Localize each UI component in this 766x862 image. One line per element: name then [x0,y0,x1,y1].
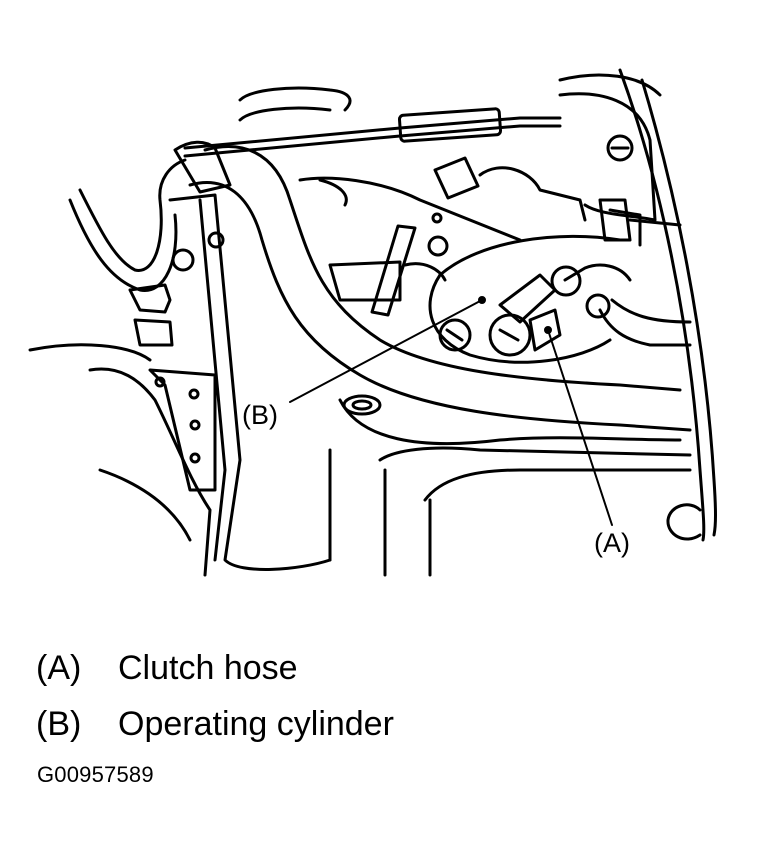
callout-a: (A) [594,528,630,558]
upper-tank [558,92,657,222]
legend-key-b: (B) [36,705,82,743]
figure-id: G00957589 [37,762,154,787]
legend-row-a: (A) Clutch hose [36,640,394,696]
legend-key-a: (A) [36,649,82,687]
lower-frame [328,398,692,577]
mount-pad [342,394,382,416]
top-hose [238,86,352,122]
callout-b: (B) [242,400,278,430]
clutch-hose [563,263,692,347]
legend-text-b: Operating cylinder [118,705,394,743]
cylinder-bracket [370,224,447,317]
fender-outline [558,68,717,542]
lower-right-bolt [666,503,702,541]
leader-line-b [289,299,483,403]
legend: (A) Clutch hose (B) Operating cylinder [36,640,394,752]
engine-bay-line-drawing: (B) (A) [28,68,717,577]
left-hose [68,158,225,347]
operating-cylinder [428,234,622,364]
legend-text-a: Clutch hose [118,649,298,687]
left-body-panel [28,343,212,577]
electrical-connectors [433,156,682,247]
leader-lines [289,296,613,526]
radiator-support [148,193,332,571]
leader-line-a [547,329,613,526]
transmission-block [298,176,522,302]
legend-row-b: (B) Operating cylinder [36,696,394,752]
throttle-cable [183,107,562,158]
radiator-hose [173,140,692,432]
